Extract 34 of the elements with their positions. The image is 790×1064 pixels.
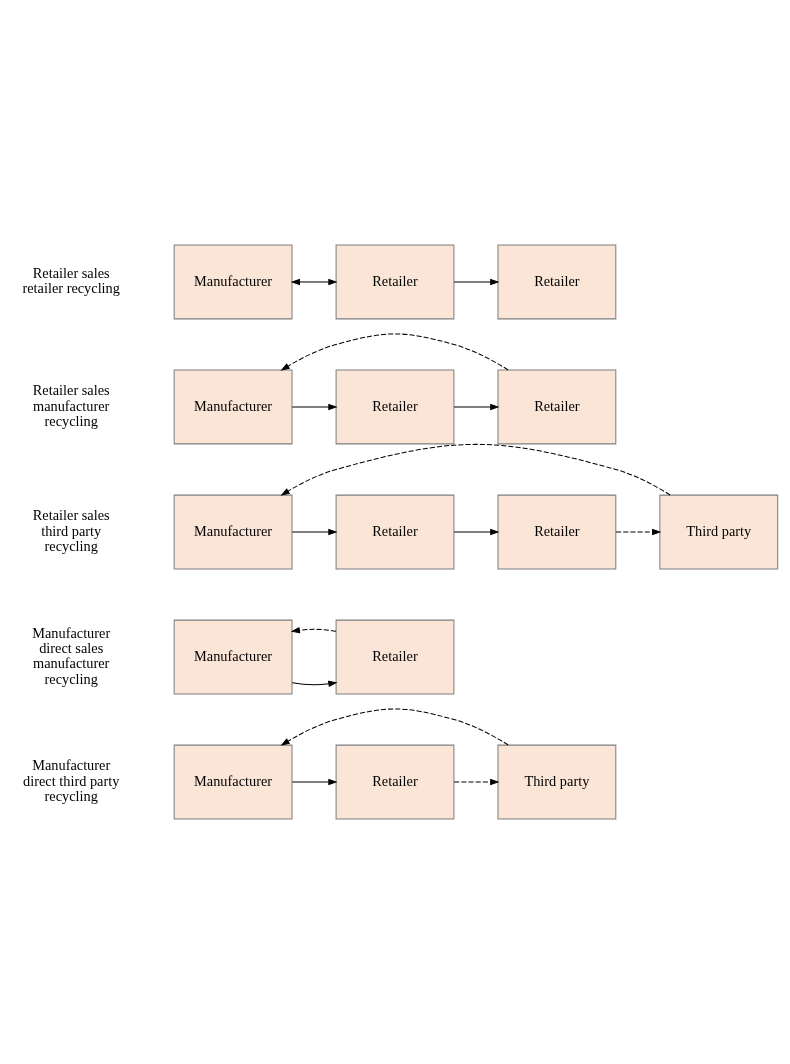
arrow bbox=[453, 528, 500, 536]
arrow bbox=[291, 680, 338, 687]
node-box: Third party bbox=[659, 494, 779, 570]
node-box: Retailer bbox=[335, 369, 455, 445]
arrow bbox=[280, 708, 509, 746]
arrow bbox=[290, 627, 337, 634]
arrow bbox=[615, 528, 662, 536]
node-box: Manufacturer bbox=[173, 244, 293, 320]
node-box: Retailer bbox=[335, 494, 455, 570]
node-box: Retailer bbox=[497, 494, 617, 570]
node-box: Manufacturer bbox=[173, 744, 293, 820]
arrow bbox=[291, 403, 338, 411]
arrow bbox=[453, 403, 500, 411]
node-box: Retailer bbox=[335, 244, 455, 320]
arrow bbox=[291, 778, 338, 786]
label: Retailer sales manufacturer recycling bbox=[32, 382, 110, 430]
node-box: Manufacturer bbox=[173, 619, 293, 695]
arrow bbox=[280, 443, 671, 496]
label: Retailer sales retailer recycling bbox=[22, 265, 120, 297]
label: Retailer sales third party recycling bbox=[32, 507, 110, 555]
arrow bbox=[280, 333, 509, 371]
node-box: Manufacturer bbox=[173, 369, 293, 445]
node-box: Retailer bbox=[497, 369, 617, 445]
arrow bbox=[453, 278, 500, 286]
node-box: Manufacturer bbox=[173, 494, 293, 570]
node-box: Retailer bbox=[335, 619, 455, 695]
arrow bbox=[453, 778, 500, 786]
node-box: Third party bbox=[497, 744, 617, 820]
arrow bbox=[290, 278, 338, 286]
node-box: Retailer bbox=[335, 744, 455, 820]
label: Manufacturer direct third party recycling bbox=[23, 757, 120, 805]
node-box: Retailer bbox=[497, 244, 617, 320]
label: Manufacturer direct sales manufacturer recycling bbox=[32, 624, 111, 687]
arrow bbox=[291, 528, 338, 536]
